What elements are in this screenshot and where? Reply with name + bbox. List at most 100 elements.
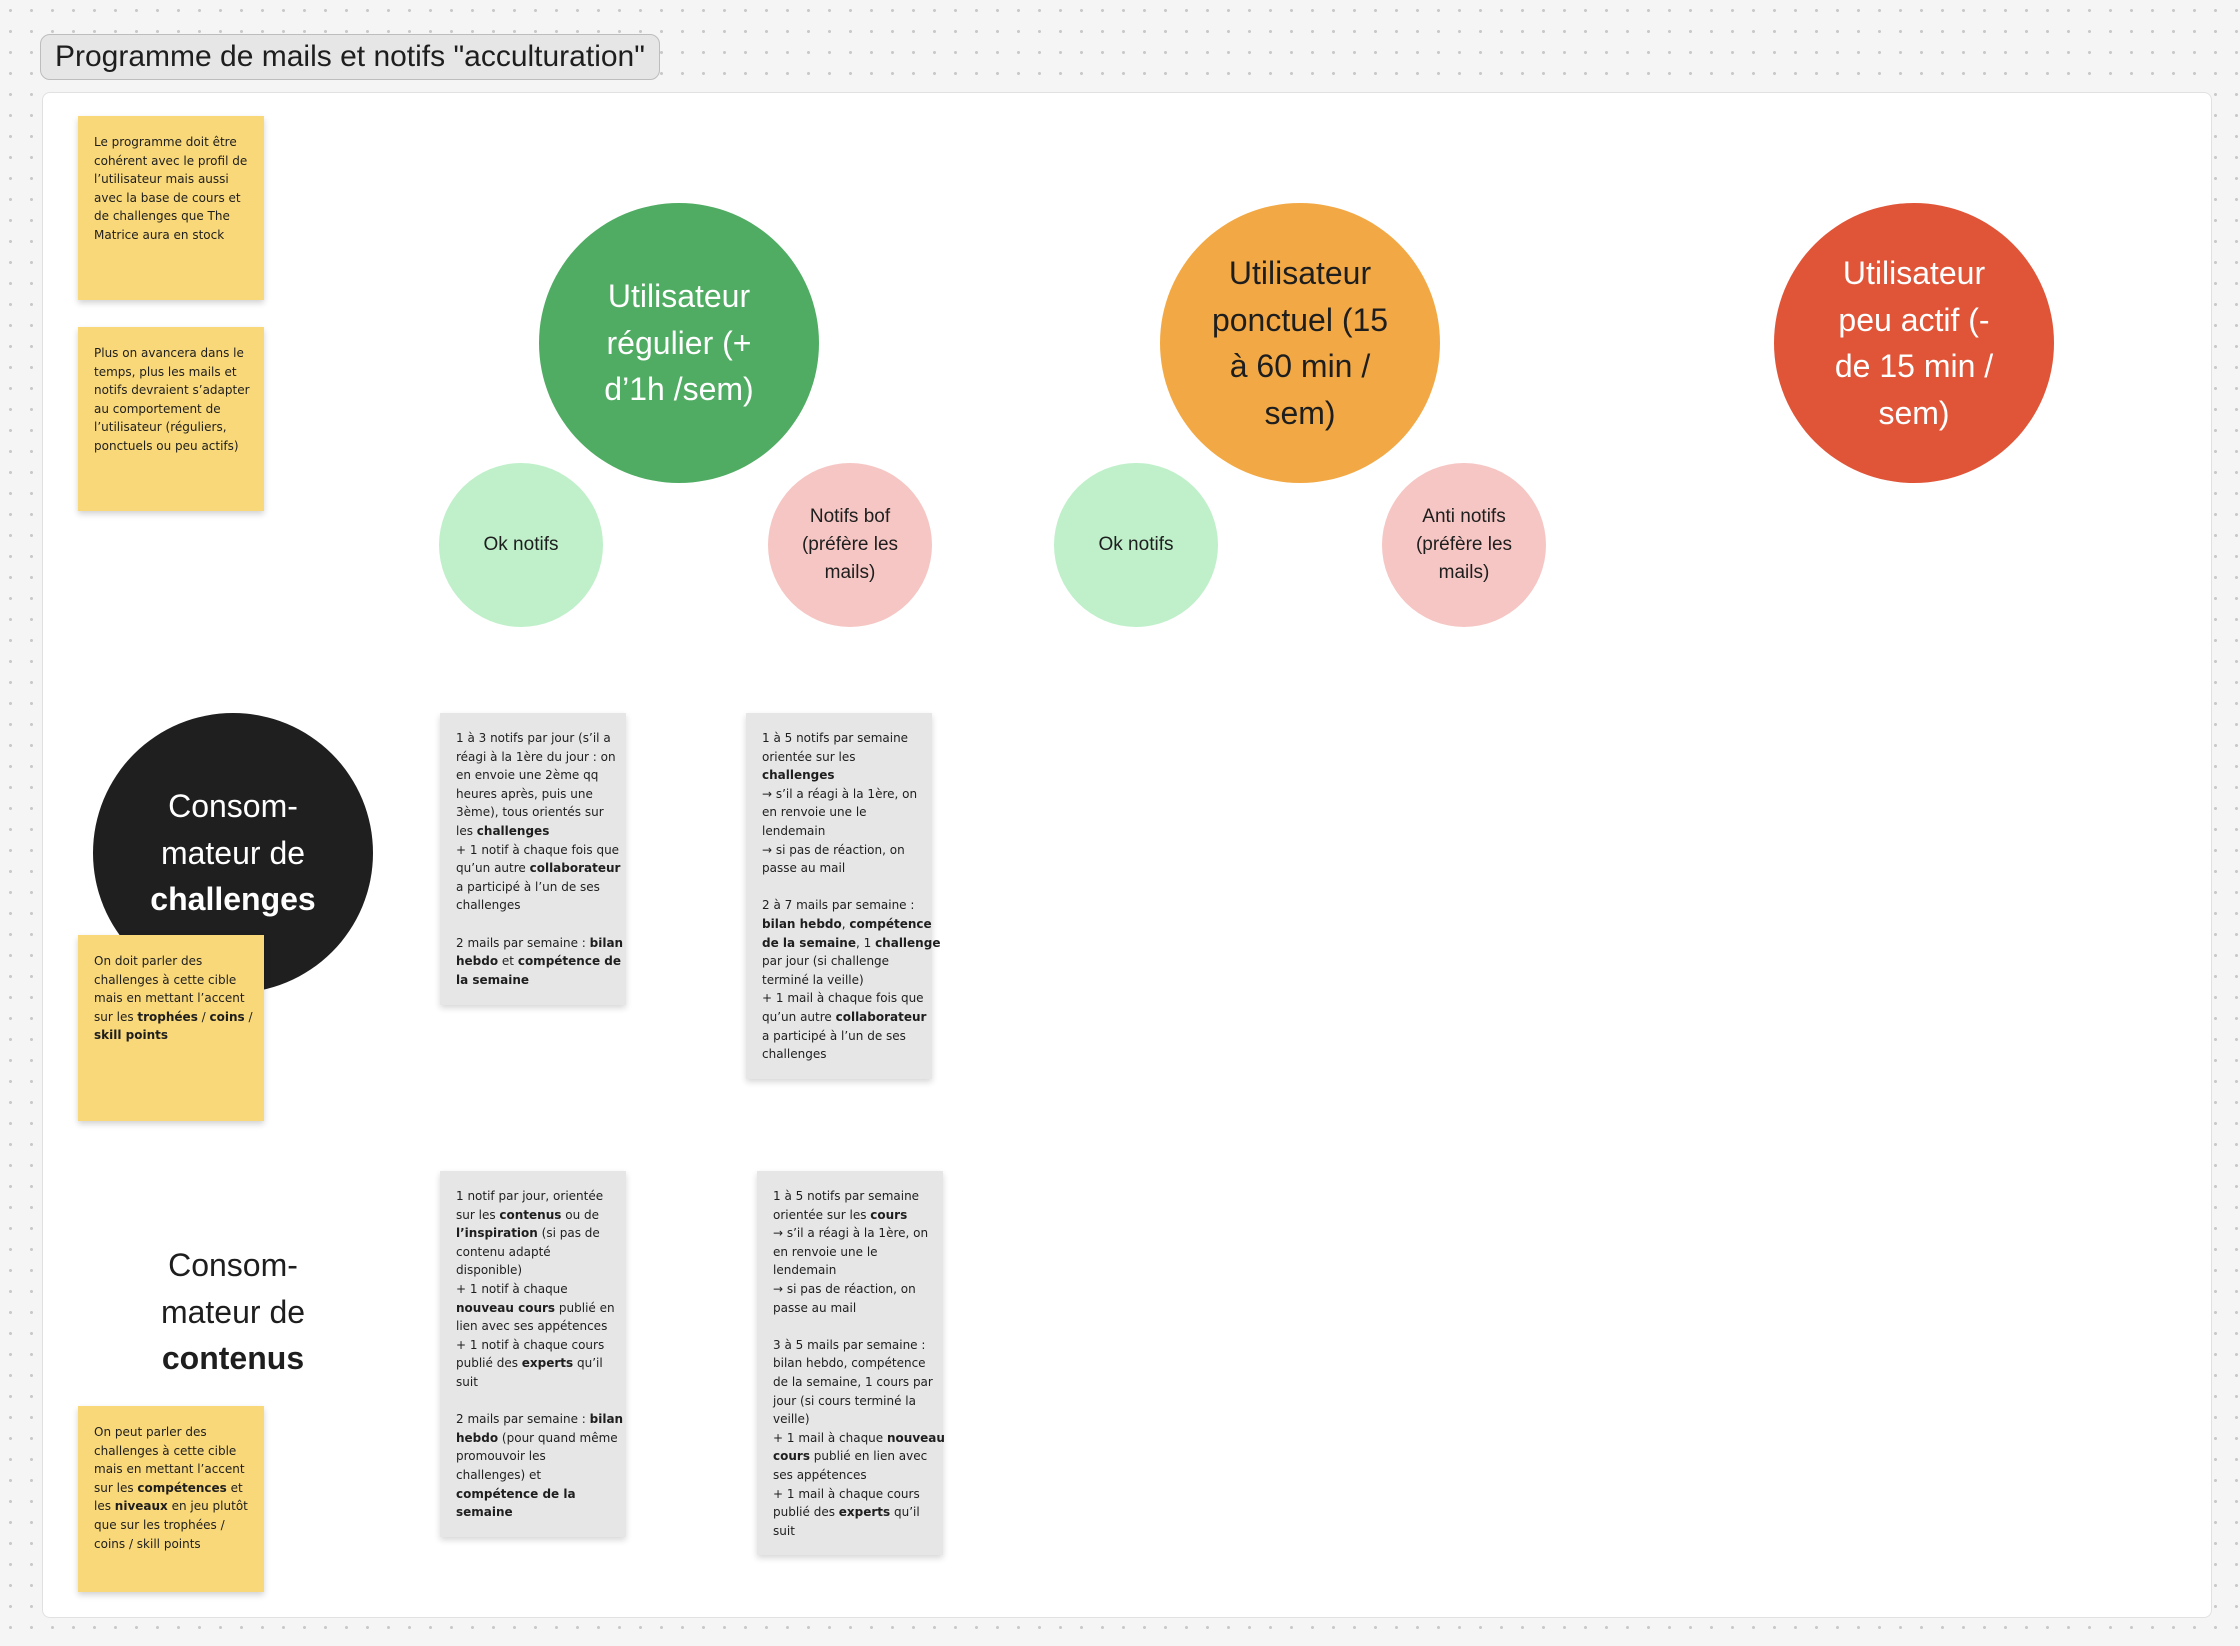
bold-text: experts: [521, 1356, 574, 1371]
text: passe au mail: [773, 1300, 857, 1315]
text-line: 1 à 5 notifs par semaine: [762, 729, 920, 748]
text-line: + 1 mail à chaque cours: [773, 1485, 931, 1504]
text-line: les challenges: [456, 822, 614, 841]
text: veille): [773, 1412, 810, 1427]
text-line: jour (si cours terminé la: [773, 1392, 931, 1411]
text-line: (préfère les: [801, 534, 899, 555]
text-line: que sur les trophées /: [94, 1516, 250, 1535]
text: en envoie une 2ème qq: [456, 768, 599, 783]
text: en renvoie une le: [762, 805, 867, 820]
text-line: challenges: [456, 896, 614, 915]
text-line: challenges) et: [456, 1466, 614, 1485]
bold-text: de la semaine: [762, 935, 856, 950]
text-line: + 1 mail à chaque fois que: [762, 989, 924, 1008]
text: + 1 mail à chaque: [773, 1430, 887, 1445]
bold-text: collaborateur: [529, 861, 621, 876]
note-challenges-ok-notifs[interactable]: 1 à 3 notifs par jour (s’il a réagi à la …: [440, 713, 626, 1005]
text-line: a participé à l’un de ses: [456, 878, 614, 897]
text: 1 à 3 notifs par jour (s’il a: [456, 731, 611, 745]
text: réagi à la 1ère du jour : on: [456, 749, 616, 764]
text-line: lien avec ses appétences: [456, 1317, 614, 1336]
preference-circle-occasional-ok[interactable]: Ok notifs: [1054, 463, 1218, 627]
text-line: en envoie une 2ème qq: [456, 766, 614, 785]
text: , 1: [855, 935, 876, 950]
text-line: suit: [456, 1373, 614, 1392]
text-line: la semaine: [456, 971, 614, 990]
bold-text: challenges: [150, 881, 316, 918]
bold-text: compétences: [137, 1480, 227, 1495]
text-line: a participé à l’un de ses: [762, 1027, 920, 1046]
text-line: → si pas de réaction, on: [773, 1280, 931, 1299]
text-line: de 15 min /: [1834, 348, 1994, 384]
bold-text: experts: [838, 1505, 891, 1520]
text: les: [456, 823, 477, 838]
text-line: 2 mails par semaine : bilan: [456, 1410, 623, 1429]
text: + 1 notif à chaque fois que: [456, 842, 620, 857]
text-line: 1 à 3 notifs par jour (s’il a: [456, 729, 614, 748]
text-line: Plus on avancera dans le: [94, 346, 244, 360]
text: par jour (si challenge: [762, 954, 890, 969]
text-line: bilan hebdo, compétence: [773, 1354, 931, 1373]
text-line: 1 à 5 notifs par semaine: [773, 1187, 931, 1206]
text-line: + 1 notif à chaque fois que: [456, 841, 619, 860]
bold-text: contenus: [161, 1340, 305, 1376]
text-line: disponible): [456, 1261, 614, 1280]
text: orientée sur les: [762, 749, 856, 764]
text: ou de: [561, 1207, 599, 1222]
text-line: Matrice aura en stock: [94, 227, 225, 242]
text: + 1 notif à chaque: [456, 1281, 568, 1296]
preference-circle-regular-ok[interactable]: Ok notifs: [439, 463, 603, 627]
text-line: → s’il a réagi à la 1ère, on: [773, 1224, 931, 1243]
text-line: + 1 mail à chaque nouveau: [773, 1429, 945, 1448]
bold-text: compétence de: [517, 954, 621, 969]
text: orientée sur les: [773, 1207, 871, 1222]
text-line: challenges: [762, 1045, 920, 1064]
text-line: challenges: [150, 876, 315, 923]
text-line: Consom-: [93, 1242, 373, 1289]
text: en renvoie une le: [773, 1244, 878, 1259]
text: sur les: [456, 1207, 500, 1222]
text: et: [226, 1480, 243, 1495]
text-line: challenges à cette cible: [94, 971, 250, 990]
text-line: notifs devraient s’adapter: [94, 383, 250, 398]
text: (pour quand même: [498, 1430, 618, 1445]
text: disponible): [456, 1263, 523, 1278]
bold-text: nouveau: [887, 1430, 945, 1445]
text: challenges à cette cible: [94, 1443, 237, 1458]
text-line: [773, 1317, 931, 1336]
text-line: nouveau cours publié en: [456, 1299, 615, 1318]
bold-text: semaine: [456, 1505, 513, 1520]
text-line: Anti notifs: [1422, 506, 1506, 527]
section-title[interactable]: Programme de mails et notifs "acculturat…: [40, 34, 660, 80]
text-line: Le programme doit être: [94, 135, 237, 149]
text-line: compétence de la: [456, 1485, 614, 1504]
text: a participé à l’un de ses: [762, 1028, 906, 1043]
text: lendemain: [762, 823, 826, 838]
text: mais en mettant l’accent: [94, 1462, 245, 1477]
text: 1 notif par jour, orientée: [456, 1189, 604, 1203]
text: + 1 notif à chaque cours: [456, 1337, 605, 1352]
bold-text: cours: [870, 1207, 908, 1222]
text-line: de la semaine, 1 challenge: [762, 934, 940, 953]
bold-text: trophées: [137, 1009, 198, 1024]
text-line: mais en mettant l’accent: [94, 1460, 250, 1479]
text-line: → s’il a réagi à la 1ère, on: [762, 785, 920, 804]
text-line: 3ème), tous orientés sur: [456, 803, 614, 822]
